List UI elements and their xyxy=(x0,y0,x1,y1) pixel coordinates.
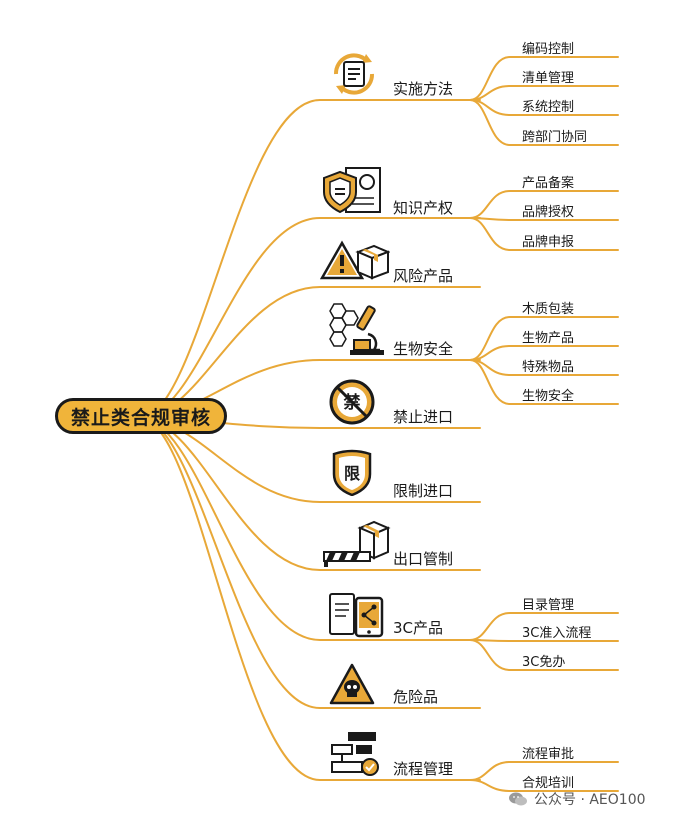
shield-certificate-icon xyxy=(323,167,381,214)
leaf-connector xyxy=(469,217,619,251)
leaf-label: 3C准入流程 xyxy=(522,626,592,641)
branch-connector xyxy=(139,99,481,419)
leaf-connector xyxy=(469,761,619,781)
branch-connector xyxy=(139,417,481,781)
root-label: 禁止类合规审核 xyxy=(70,406,211,429)
restricted-shield-icon: 限 xyxy=(332,449,372,496)
leaf-label: 特殊物品 xyxy=(522,360,575,375)
leaf-connector xyxy=(469,56,619,101)
branch-label-prohibited-import: 禁止进口 xyxy=(393,408,454,426)
leaf-label: 生物产品 xyxy=(522,331,575,346)
branch-label-implementation: 实施方法 xyxy=(393,80,454,98)
leaf-label: 合规培训 xyxy=(522,776,575,791)
flowchart-icon xyxy=(331,732,379,776)
leaf-connector xyxy=(469,190,619,219)
branch-label-risk-products: 风险产品 xyxy=(393,267,454,285)
leaf-connector xyxy=(469,359,619,405)
restricted-icon-text: 限 xyxy=(344,464,361,483)
branch-label-process-management: 流程管理 xyxy=(393,760,454,778)
leaf-label: 品牌授权 xyxy=(522,205,575,220)
tablet-share-icon xyxy=(329,593,384,638)
wechat-icon xyxy=(509,792,527,806)
leaf-label: 木质包装 xyxy=(522,302,575,317)
leaf-label: 清单管理 xyxy=(522,71,575,86)
branch-connector xyxy=(139,417,481,709)
leaf-label: 目录管理 xyxy=(522,598,575,613)
leaf-label: 跨部门协同 xyxy=(522,130,588,145)
leaf-connector xyxy=(469,779,619,792)
leaf-connector xyxy=(469,316,619,361)
branch-label-biosafety: 生物安全 xyxy=(393,340,454,358)
branch-label-restricted-import: 限制进口 xyxy=(393,482,454,500)
leaf-label: 3C免办 xyxy=(522,655,566,670)
watermark-text: 公众号 · AEO100 xyxy=(534,792,646,808)
leaf-label: 系统控制 xyxy=(522,100,575,115)
prohibited-icon-text: 禁 xyxy=(344,392,361,413)
watermark: 公众号 · AEO100 xyxy=(508,789,646,809)
branch-label-ip: 知识产权 xyxy=(393,199,454,217)
microscope-icon xyxy=(329,303,384,355)
warning-box-icon xyxy=(320,240,390,280)
cycle-document-icon xyxy=(333,53,375,95)
leaf-label: 产品备案 xyxy=(522,176,575,191)
branch-label-3c-products: 3C产品 xyxy=(393,619,444,637)
leaf-label: 生物安全 xyxy=(522,389,575,404)
branch-label-export-control: 出口管制 xyxy=(393,550,454,568)
barrier-box-icon xyxy=(323,520,391,567)
leaf-connector xyxy=(469,639,619,671)
root-node: 禁止类合规审核 xyxy=(55,398,227,434)
leaf-label: 流程审批 xyxy=(522,747,575,762)
skull-warning-icon xyxy=(329,663,375,705)
leaf-label: 编码控制 xyxy=(522,42,575,57)
prohibited-sign-icon: 禁 xyxy=(329,379,375,425)
leaf-label: 品牌申报 xyxy=(522,235,575,250)
leaf-connector xyxy=(469,99,619,146)
branch-label-dangerous-goods: 危险品 xyxy=(393,688,439,706)
